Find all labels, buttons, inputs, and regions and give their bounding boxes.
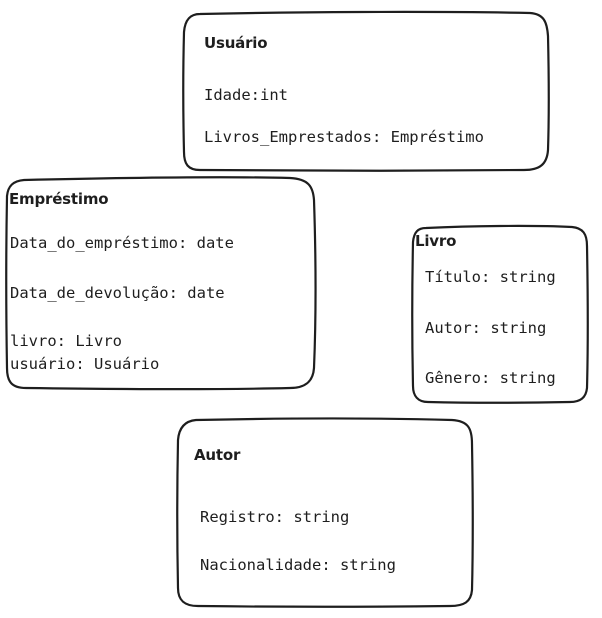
attribute-registro: Registro: string xyxy=(200,508,350,526)
entity-usuario-title: Usuário xyxy=(204,34,268,52)
usuario-frame xyxy=(182,10,550,172)
entity-livro: Livro Título: string Autor: string Gêner… xyxy=(413,228,588,402)
attribute-livros-emprestados: Livros_Emprestados: Empréstimo xyxy=(204,128,484,146)
entity-autor-title: Autor xyxy=(194,446,241,464)
attribute-titulo: Título: string xyxy=(425,268,556,286)
attribute-livro: livro: Livro xyxy=(10,332,122,350)
attribute-autor: Autor: string xyxy=(425,319,547,337)
attribute-idade: Idade:int xyxy=(204,86,288,104)
emprestimo-frame xyxy=(5,176,317,391)
attribute-genero: Gênero: string xyxy=(425,369,556,387)
entity-livro-title: Livro xyxy=(415,232,457,250)
attribute-nacionalidade: Nacionalidade: string xyxy=(200,556,396,574)
entity-emprestimo-title: Empréstimo xyxy=(9,190,109,208)
attribute-data-do-emprestimo: Data_do_empréstimo: date xyxy=(10,234,234,252)
entity-emprestimo: Empréstimo Data_do_empréstimo: date Data… xyxy=(7,178,314,388)
livro-frame xyxy=(411,224,589,404)
autor-frame xyxy=(176,417,474,608)
attribute-data-de-devolucao: Data_de_devolução: date xyxy=(10,284,225,302)
entity-usuario: Usuário Idade:int Livros_Emprestados: Em… xyxy=(184,14,548,170)
attribute-usuario: usuário: Usuário xyxy=(10,355,160,373)
entity-autor: Autor Registro: string Nacionalidade: st… xyxy=(178,420,472,606)
